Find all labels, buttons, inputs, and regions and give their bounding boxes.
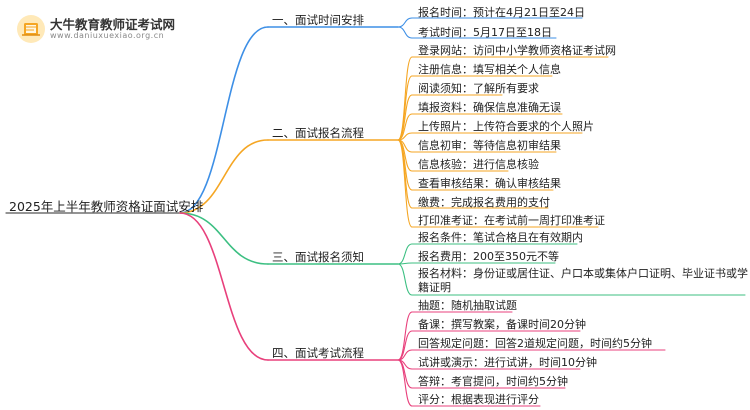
branch-connector [179, 212, 269, 265]
leaf-connector [397, 311, 413, 361]
brand-url: www.daniuxuexiao.org.cn [50, 31, 165, 40]
root-node: 2025年上半年教师资格证面试安排 [9, 199, 204, 214]
leaf-connector [397, 113, 413, 141]
branch-2-item: 阅读须知：了解所有要求 [418, 82, 539, 95]
branch-2-label: 二、面试报名流程 [272, 126, 364, 140]
branch-4-label: 四、面试考试流程 [272, 346, 364, 360]
leaf-connector [397, 75, 413, 141]
leaf-connector [397, 26, 413, 39]
leaf-connector [397, 94, 413, 141]
leaf-connector [397, 330, 413, 361]
leaf-connector [397, 139, 413, 228]
branch-2-item: 信息初审：等待信息初审结果 [418, 139, 561, 152]
leaf-connector [397, 263, 413, 296]
branch-2-item: 注册信息：填写相关个人信息 [418, 63, 561, 76]
branch-2-item: 登录网站：访问中小学教师资格证考试网 [418, 44, 616, 57]
leaf-connector [397, 359, 413, 407]
brand-logo-icon [16, 14, 46, 44]
branch-3-item: 报名条件：笔试合格且在有效期内 [418, 231, 583, 244]
branch-connector [179, 26, 269, 214]
branch-3-item: 报名材料：身份证或居住证、户口本或集体户口证明、毕业证书或学籍证明 [418, 267, 748, 294]
branch-1-item: 报名时间：预计在4月21日至24日 [418, 6, 585, 19]
branch-2-item: 查看审核结果：确认审核结果 [418, 177, 561, 190]
branch-3-label: 三、面试报名须知 [272, 250, 364, 264]
branch-2-item: 缴费：完成报名费用的支付 [418, 196, 550, 209]
brand-name: 大牛教育教师证考试网 [50, 17, 176, 32]
leaf-connector [397, 243, 413, 265]
branch-3-item: 报名费用：200至350元不等 [418, 250, 559, 263]
branch-1-label: 一、面试时间安排 [272, 13, 364, 27]
branch-4-item: 试讲或演示：进行试讲，时间10分钟 [418, 356, 597, 369]
branch-4-item: 备课：撰写教案，备课时间20分钟 [418, 318, 586, 331]
branch-2-item: 信息核验：进行信息核验 [418, 158, 539, 171]
branch-2-item: 填报资料：确保信息准确无误 [418, 101, 561, 114]
leaf-connector [397, 17, 413, 28]
branch-4-item: 抽题：随机抽取试题 [418, 299, 517, 312]
branch-4-item: 回答规定问题：回答2道规定问题，时间约5分钟 [418, 337, 652, 350]
branch-4-item: 评分：根据表现进行评分 [418, 393, 539, 406]
branch-1-item: 考试时间：5月17日至18日 [418, 26, 552, 39]
branch-connector [179, 139, 269, 214]
leaf-connector [397, 139, 413, 209]
branch-2-item: 打印准考证：在考试前一周打印准考证 [418, 214, 605, 227]
branch-2-item: 上传照片：上传符合要求的个人照片 [418, 120, 594, 133]
branch-4-item: 答辩：考官提问，时间约5分钟 [418, 375, 568, 388]
branch-connector [179, 212, 269, 361]
